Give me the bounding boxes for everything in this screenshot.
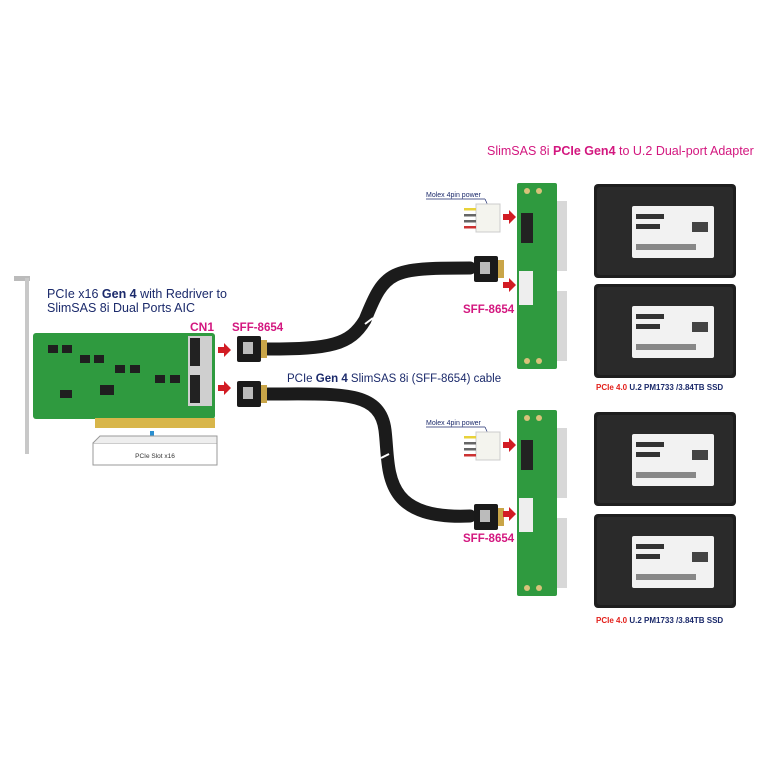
- ssd-label: PCIe 4.0 U.2 PM1733 /3.84TB SSD: [596, 383, 723, 392]
- u2-adapter-1: Molex 4pin power SFF-8654 PCIe 4.0 U.2 P…: [426, 183, 736, 392]
- slot-label: PCIe Slot x16: [135, 453, 175, 460]
- sff8654-plug: [474, 504, 504, 530]
- aic-card: [33, 333, 215, 428]
- sff8654-plug: [237, 336, 267, 362]
- arrow-icon: [218, 381, 231, 395]
- sff8654-plug: [237, 381, 267, 407]
- ssd-drive: [594, 412, 736, 506]
- slimsas-cable: [261, 261, 477, 523]
- arrow-icon: [503, 278, 516, 292]
- sff-label-card: SFF-8654: [232, 322, 284, 334]
- card-title-line1: PCIe x16 Gen 4 with Redriver to: [47, 287, 227, 301]
- cable-break-icon: [364, 317, 390, 459]
- u2-adapter-2: Molex 4pin power SFF-8654 PCIe 4.0 U.2 P…: [426, 410, 736, 625]
- ssd-drive: [594, 284, 736, 378]
- ssd-drive: [594, 514, 736, 608]
- sff8654-plug: [474, 256, 504, 282]
- cn1-label: CN1: [190, 320, 214, 334]
- pcie-bracket: [14, 276, 30, 454]
- diagram-title: SlimSAS 8i PCIe Gen4 to U.2 Dual-port Ad…: [487, 144, 754, 158]
- molex-label: Molex 4pin power: [426, 420, 482, 427]
- ssd-drive: [594, 184, 736, 278]
- molex-connector: [464, 203, 501, 233]
- arrow-icon: [503, 507, 516, 521]
- arrow-icon: [503, 438, 516, 452]
- cable-label: PCIe Gen 4 SlimSAS 8i (SFF-8654) cable: [287, 373, 501, 385]
- arrow-icon: [218, 343, 231, 357]
- molex-label: Molex 4pin power: [426, 192, 482, 199]
- molex-connector: [464, 431, 501, 461]
- ssd-label: PCIe 4.0 U.2 PM1733 /3.84TB SSD: [596, 616, 723, 625]
- card-title-line2: SlimSAS 8i Dual Ports AIC: [47, 301, 195, 315]
- sff-label-adapter: SFF-8654: [463, 304, 515, 316]
- sff-label-adapter: SFF-8654: [463, 533, 515, 545]
- pcie-slot: PCIe Slot x16: [92, 435, 218, 466]
- arrow-icon: [503, 210, 516, 224]
